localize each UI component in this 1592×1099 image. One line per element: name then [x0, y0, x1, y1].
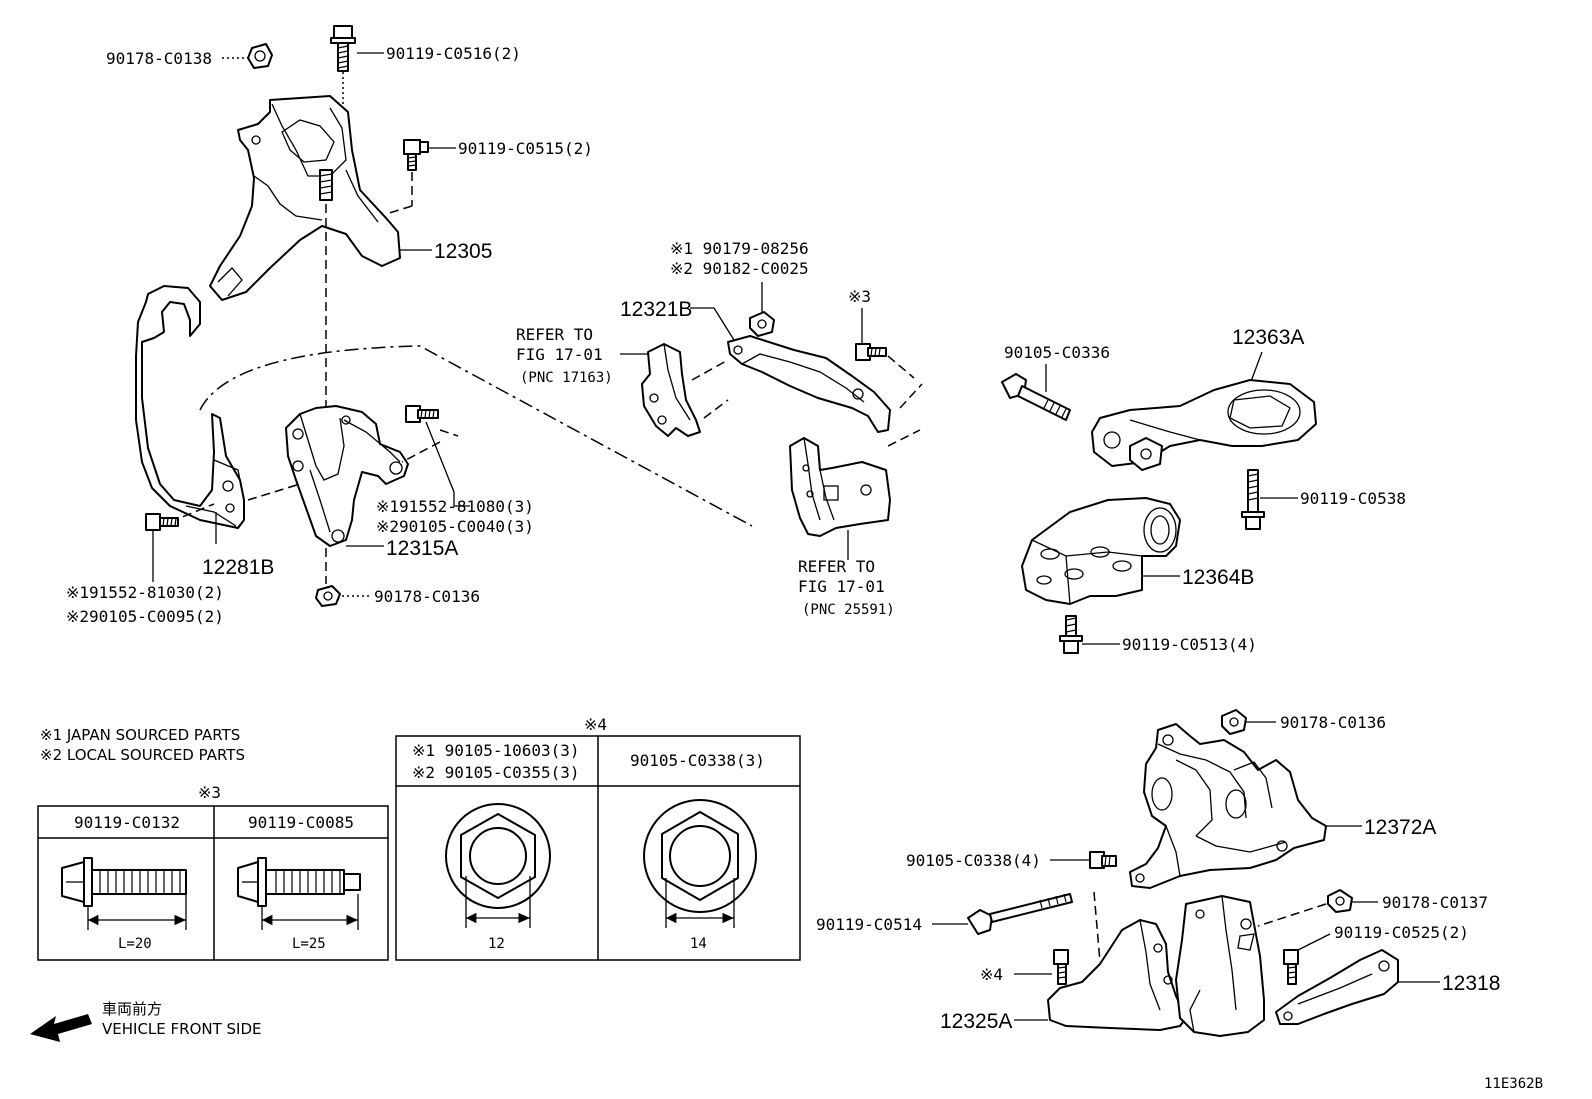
- bolt-90119-c0516: [330, 25, 356, 72]
- label-90105-c0095: ※290105-C0095(2): [66, 607, 224, 626]
- refer-17163-line1: REFER TO: [516, 325, 593, 344]
- label-12321b: 12321B: [620, 298, 692, 321]
- label-91552-81030: ※191552-81030(2): [66, 583, 224, 602]
- table4: [395, 735, 801, 961]
- bolt-90119-c0085-drawing: [237, 857, 361, 930]
- table4-marker: ※4: [584, 715, 607, 734]
- note-90182-c0025: ※2 90182-C0025: [670, 259, 809, 278]
- label-star4: ※4: [980, 965, 1003, 984]
- vehicle-front-arrow-icon: [30, 1014, 92, 1042]
- bolt-90105-c0338: [1089, 851, 1117, 869]
- label-12318: 12318: [1442, 972, 1500, 995]
- label-12364b: 12364B: [1182, 566, 1254, 589]
- bracket-pnc-17163: [641, 343, 701, 437]
- label-90119-c0516: 90119-C0516(2): [386, 44, 521, 63]
- bolt-91552-81080: [405, 405, 439, 423]
- table3-col1-dim: L=20: [118, 936, 152, 952]
- table4-col2-dim: 14: [690, 936, 707, 952]
- refer-17163-line3: (PNC 17163): [520, 370, 613, 386]
- label-12372a: 12372A: [1364, 816, 1436, 839]
- table4-col1-header-line1: ※1 90105-10603(3): [412, 741, 580, 760]
- label-12305: 12305: [434, 240, 492, 263]
- label-12281b: 12281B: [202, 556, 274, 579]
- table3-col2-header: 90119-C0085: [248, 813, 354, 832]
- bolt-90105-c0336: [1001, 373, 1071, 421]
- table3-marker: ※3: [198, 783, 221, 802]
- bolt-90119-c0514: [967, 893, 1073, 935]
- bracket-pnc-25591: [789, 437, 891, 537]
- bracket-12364b: [1021, 497, 1181, 605]
- label-90119-c0538: 90119-C0538: [1300, 489, 1406, 508]
- bolt-90119-c0132-drawing: [61, 857, 187, 930]
- nut-90178-c0136-left: [315, 585, 341, 607]
- label-90178-c0136-left: 90178-C0136: [374, 587, 480, 606]
- label-90178-c0138: 90178-C0138: [106, 49, 212, 68]
- bolt-90119-c0525: [1283, 949, 1299, 985]
- diagram-id: 11E362B: [1484, 1076, 1543, 1092]
- refer-25591-line2: FIG 17-01: [798, 577, 885, 596]
- bolt-star3: [855, 343, 887, 361]
- label-12363a: 12363A: [1232, 326, 1304, 349]
- table3-col2-dim: L=25: [292, 936, 326, 952]
- label-90105-c0040: ※290105-C0040(3): [376, 517, 534, 536]
- bolt-90119-c0538: [1241, 469, 1265, 530]
- table3-col1-header: 90119-C0132: [74, 813, 180, 832]
- table4-col1-header-line2: ※2 90105-C0355(3): [412, 763, 580, 782]
- nut-90178-c0138: [247, 43, 273, 69]
- label-90119-c0513: 90119-C0513(4): [1122, 635, 1257, 654]
- legend-japan-sourced: ※1 JAPAN SOURCED PARTS: [40, 726, 240, 744]
- flange-bolt-14mm-drawing: [643, 799, 757, 928]
- note-90179-08256: ※1 90179-08256: [670, 239, 809, 258]
- bolt-90119-c0515: [403, 139, 429, 171]
- table3: [37, 805, 389, 961]
- flange-bolt-12mm-drawing: [445, 803, 551, 928]
- legend-local-sourced: ※2 LOCAL SOURCED PARTS: [40, 746, 245, 764]
- label-90105-c0336: 90105-C0336: [1004, 343, 1110, 362]
- bolt-90119-c0513: [1059, 615, 1083, 654]
- mount-bracket-12305: [209, 95, 401, 301]
- label-90119-c0514: 90119-C0514: [816, 915, 922, 934]
- label-90119-c0515: 90119-C0515(2): [458, 139, 593, 158]
- label-12325a: 12325A: [940, 1010, 1012, 1033]
- bolt-91552-81030: [145, 513, 179, 531]
- bracket-12321b: [727, 335, 891, 433]
- nut-90179-08256: [749, 311, 775, 337]
- bracket-12325a: [1047, 895, 1265, 1037]
- label-90119-c0525: 90119-C0525(2): [1334, 923, 1469, 942]
- table4-col2-header: 90105-C0338(3): [630, 751, 765, 770]
- direction-jp: 車両前方: [102, 1000, 162, 1018]
- bracket-12315a: [285, 405, 409, 547]
- label-90105-c0338-4: 90105-C0338(4): [906, 851, 1041, 870]
- refer-17163-line2: FIG 17-01: [516, 345, 603, 364]
- label-12315a: 12315A: [386, 537, 458, 560]
- label-90178-c0136-right: 90178-C0136: [1280, 713, 1386, 732]
- bracket-12281b: [135, 285, 245, 529]
- table4-col1-dim: 12: [488, 936, 505, 952]
- label-star3: ※3: [848, 287, 871, 306]
- refer-25591-line1: REFER TO: [798, 557, 875, 576]
- torque-rod-12363a: [1091, 379, 1317, 471]
- direction-en: VEHICLE FRONT SIDE: [102, 1020, 262, 1038]
- refer-25591-line3: (PNC 25591): [802, 602, 895, 618]
- mount-12372a: [1129, 723, 1327, 889]
- nut-90178-c0136-right: [1221, 709, 1247, 735]
- bolt-star4: [1053, 949, 1069, 985]
- nut-90178-c0137: [1327, 889, 1353, 913]
- label-90178-c0137: 90178-C0137: [1382, 893, 1488, 912]
- label-91552-81080: ※191552-81080(3): [376, 497, 534, 516]
